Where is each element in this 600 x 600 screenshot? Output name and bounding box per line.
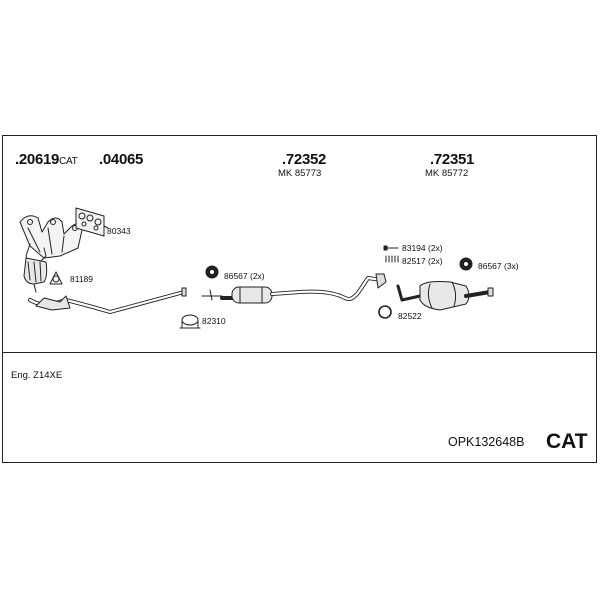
rear-silencer	[396, 281, 494, 311]
callout-clamp: 82310	[202, 316, 226, 326]
cat-badge: CAT	[546, 430, 588, 453]
sealing-ring-rear-icon	[378, 305, 392, 319]
clamp-icon	[179, 314, 201, 329]
sealing-ring-icon	[49, 271, 63, 285]
callout-bolt: 83194 (2x)	[402, 243, 443, 253]
callout-ring-rear: 82522	[398, 311, 422, 321]
middle-silencer	[201, 273, 387, 304]
callout-ring: 81189	[70, 274, 94, 284]
callout-rubber-front: 86567 (2x)	[224, 271, 265, 281]
catalytic-converter	[23, 257, 48, 293]
section-divider	[2, 352, 597, 353]
callout-spring: 82517 (2x)	[402, 256, 443, 266]
callout-rubber-rear: 86567 (3x)	[478, 261, 519, 271]
spring-icon	[385, 255, 399, 263]
rubber-hanger-front-icon	[205, 265, 219, 279]
part-number-rear-silencer: .72351	[430, 151, 475, 168]
front-pipe	[28, 287, 187, 314]
engine-label: Eng. Z14XE	[11, 370, 63, 381]
part-number-middle-silencer: .72352	[282, 151, 327, 168]
diagram-frame	[2, 135, 597, 463]
exhaust-manifold	[19, 215, 83, 263]
bolt-icon	[383, 245, 399, 251]
manifold-gasket	[75, 207, 109, 237]
part-number-catalyst: .20619CAT	[15, 151, 78, 168]
kit-code: OPK132648B	[448, 435, 525, 449]
middle-silencer-alt-number: MK 85773	[278, 168, 322, 179]
callout-gasket: 80343	[107, 226, 131, 236]
rubber-hanger-rear-icon	[459, 257, 473, 271]
part-number-front-pipe: .04065	[99, 151, 144, 168]
rear-silencer-alt-number: MK 85772	[425, 168, 469, 179]
